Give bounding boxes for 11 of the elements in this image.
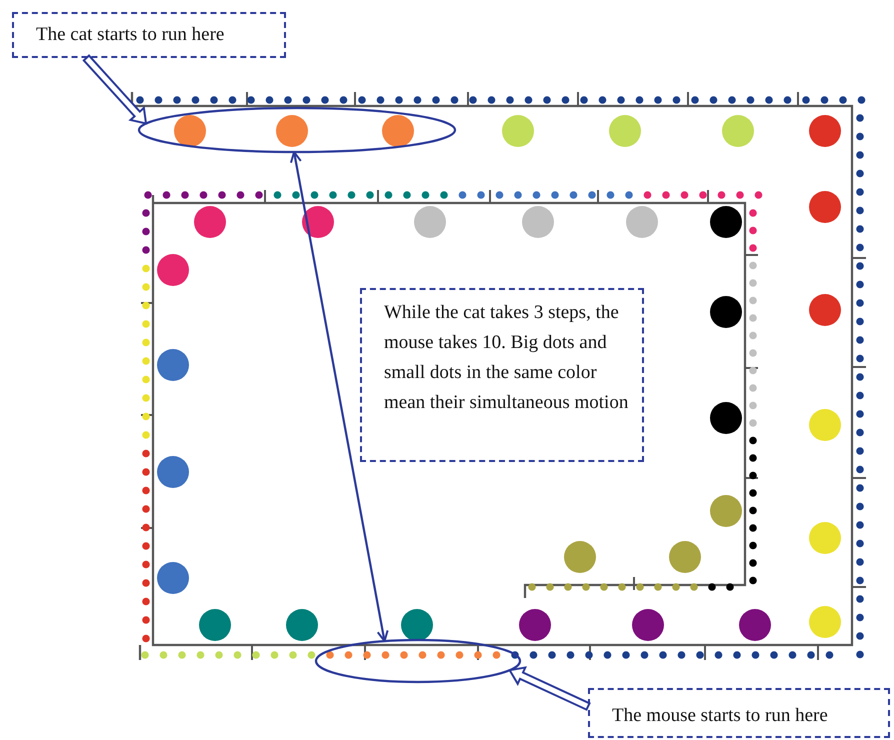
note-box [360,288,644,462]
ellipse-outline [314,638,522,684]
double-arrow [290,151,389,642]
hollow-arrow [82,54,148,125]
note-text: The mouse starts to run here [612,704,829,728]
ellipse-outline [137,106,457,154]
note-text: The cat starts to run here [36,23,226,47]
note-text: While the cat takes 3 steps, the mouse takes 10. Big dots and small dots in the same color mean their simultaneous motion [384,301,630,415]
note-box [12,12,286,58]
note-box [588,688,890,738]
hollow-arrow [508,666,591,711]
